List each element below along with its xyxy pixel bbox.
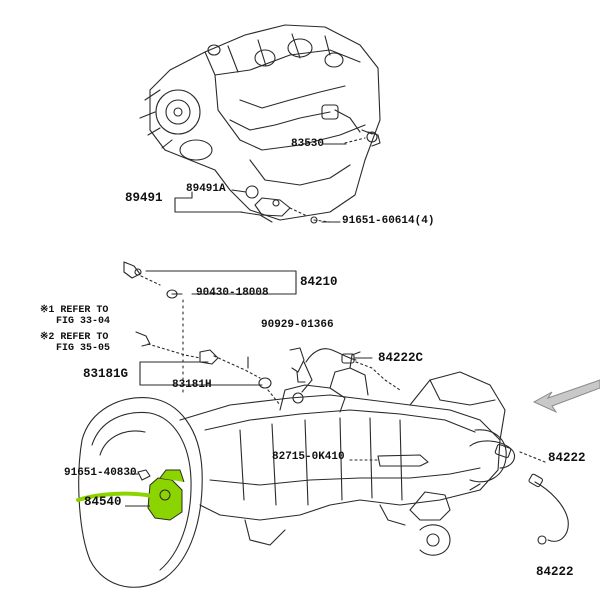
- engine-drawing: [139, 24, 381, 224]
- refer-note-1: ※1 REFER TO FIG 33-04: [40, 305, 111, 327]
- part-label-91651-60614[interactable]: 91651-60614(4): [342, 215, 435, 227]
- part-label-84540[interactable]: 84540: [84, 495, 122, 509]
- speed-sensor-group: [123, 261, 401, 481]
- part-label-83530[interactable]: 83530: [291, 138, 325, 150]
- part-label-84210[interactable]: 84210: [300, 275, 338, 289]
- part-label-84222-lower[interactable]: 84222: [536, 565, 574, 579]
- refer-note-2-line2: FIG 35-05: [56, 342, 111, 354]
- part-label-89491[interactable]: 89491: [125, 191, 163, 205]
- direction-arrow: [532, 379, 600, 414]
- part-label-90929-01366[interactable]: 90929-01366: [261, 319, 334, 331]
- part-label-90430-18008[interactable]: 90430-18008: [196, 287, 269, 299]
- part-label-91651-40830[interactable]: 91651-40830: [64, 467, 137, 479]
- part-label-84222-upper[interactable]: 84222: [548, 451, 586, 465]
- refer-note-1-line1: ※1 REFER TO: [40, 305, 109, 316]
- highlight-84540: [76, 469, 185, 521]
- part-label-84222C[interactable]: 84222C: [378, 351, 424, 365]
- refer-note-2: ※2 REFER TO FIG 35-05: [40, 332, 111, 354]
- part-label-89491A[interactable]: 89491A: [186, 183, 226, 195]
- part-label-82715-0K410[interactable]: 82715-0K410: [272, 451, 345, 463]
- part-label-83181G[interactable]: 83181G: [83, 367, 129, 381]
- part-label-83181H[interactable]: 83181H: [172, 379, 212, 391]
- refer-note-2-line1: ※2 REFER TO: [40, 332, 109, 343]
- refer-note-1-line2: FIG 33-04: [56, 315, 111, 327]
- transmission-drawing: [78, 351, 569, 588]
